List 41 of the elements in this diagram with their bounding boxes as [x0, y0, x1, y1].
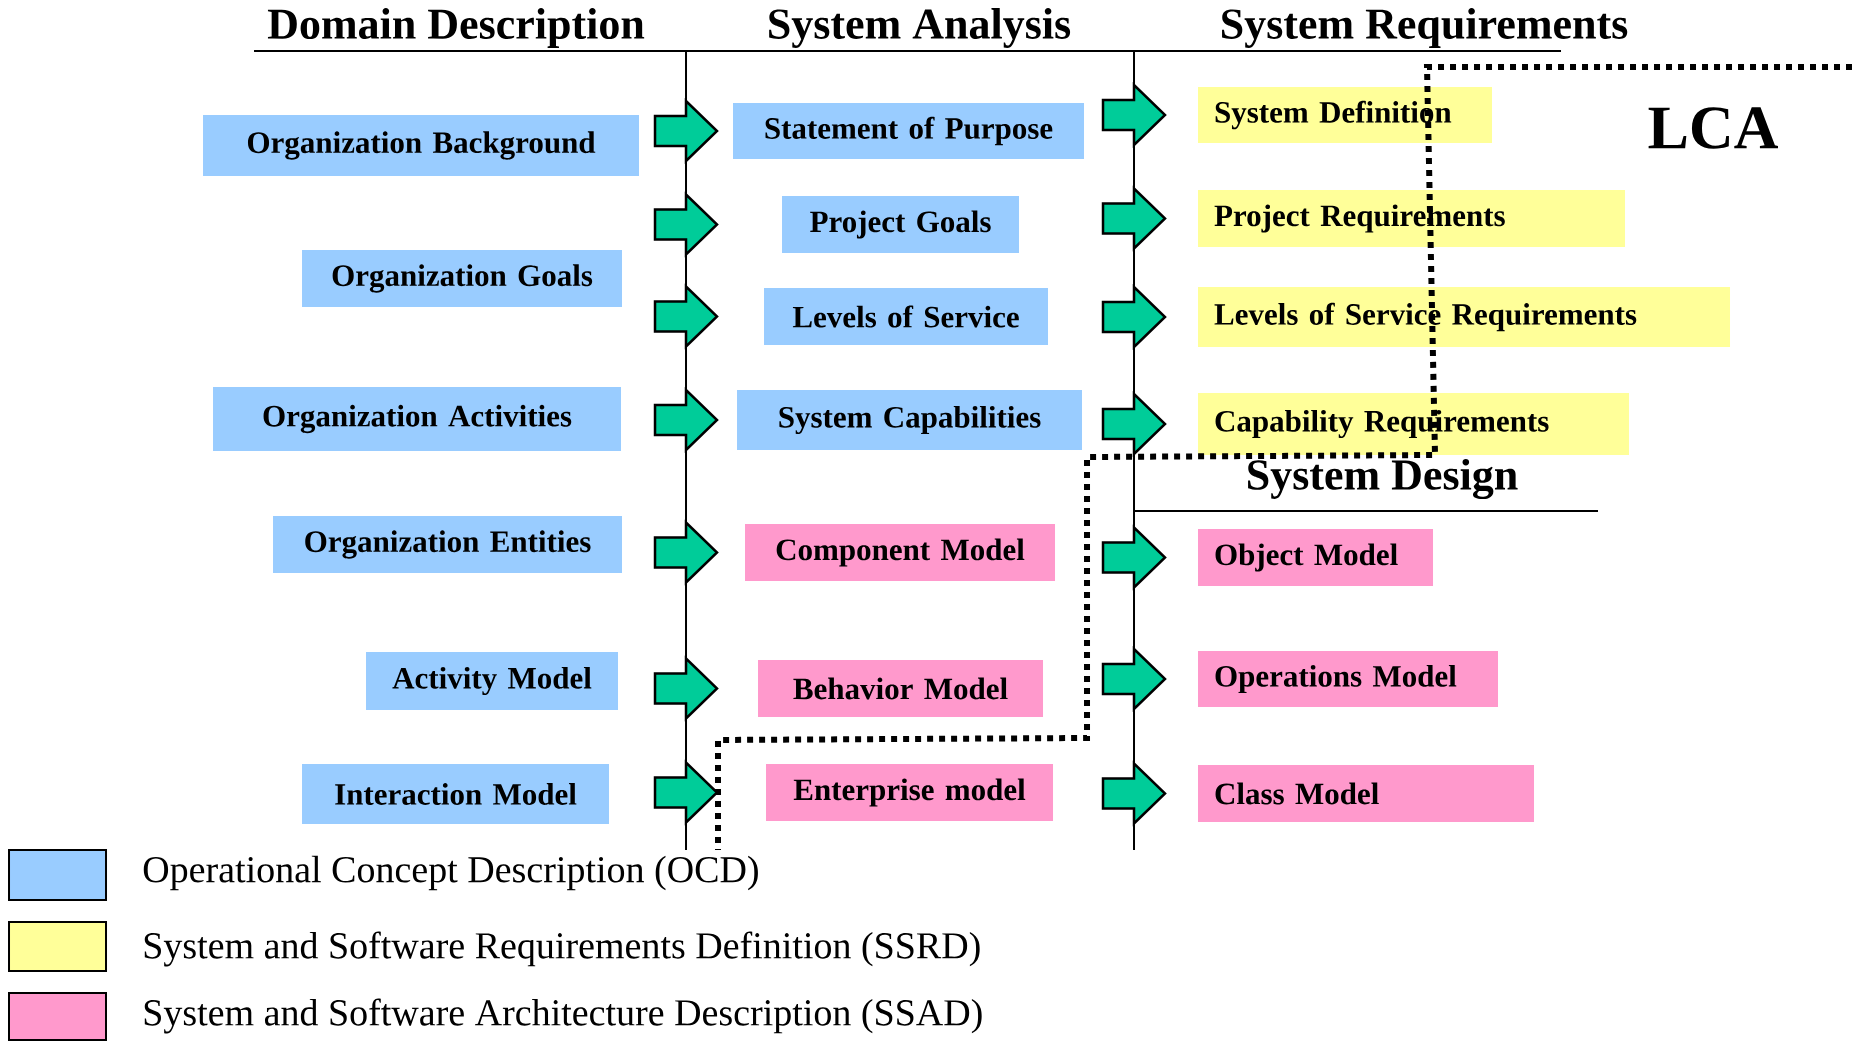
process-box: Project Goals	[782, 196, 1019, 253]
process-box: System Definition	[1198, 87, 1492, 143]
block-arrow	[1101, 760, 1167, 827]
phase-label: LCA	[1648, 107, 1778, 149]
block-arrow	[653, 387, 719, 453]
legend-text: Operational Concept Description (OCD)	[143, 855, 758, 891]
process-box: Organization Entities	[273, 516, 622, 573]
column-heading: System Analysis	[769, 8, 1071, 48]
block-arrow	[1101, 185, 1167, 252]
process-box: Capability Requirements	[1198, 393, 1629, 455]
block-arrow	[1101, 391, 1167, 457]
process-box: System Capabilities	[737, 390, 1082, 450]
block-arrow	[653, 759, 719, 826]
process-box: Behavior Model	[758, 660, 1043, 717]
block-arrow	[653, 283, 719, 350]
process-box: Enterprise model	[766, 764, 1053, 821]
process-box: Levels of Service	[764, 288, 1048, 345]
block-arrow	[1101, 646, 1167, 712]
block-arrow	[653, 655, 719, 722]
process-box: Class Model	[1198, 765, 1534, 822]
block-arrow	[653, 519, 719, 586]
process-box: Component Model	[745, 524, 1055, 581]
process-box: Operations Model	[1198, 651, 1498, 707]
process-box: Project Requirements	[1198, 190, 1625, 247]
legend-text: System and Software Requirements Definition (SSRD)	[144, 931, 980, 967]
process-box: Activity Model	[366, 652, 618, 710]
legend-text: System and Software Architecture Description (SSAD)	[144, 998, 982, 1034]
process-box: Interaction Model	[302, 764, 609, 824]
block-arrow	[1101, 284, 1167, 350]
process-box: Statement of Purpose	[733, 103, 1084, 159]
process-box: Organization Background	[203, 115, 639, 176]
block-arrow	[1101, 82, 1167, 148]
process-box: Organization Goals	[302, 250, 622, 307]
process-box: Organization Activities	[213, 387, 621, 451]
column-heading: Domain Description	[267, 8, 645, 48]
block-arrow	[1101, 524, 1167, 591]
block-arrow	[653, 98, 719, 164]
block-arrow	[653, 191, 719, 258]
column-heading: System Design	[1248, 458, 1518, 500]
process-box: Object Model	[1198, 529, 1433, 586]
process-box: Levels of Service Requirements	[1198, 287, 1730, 347]
